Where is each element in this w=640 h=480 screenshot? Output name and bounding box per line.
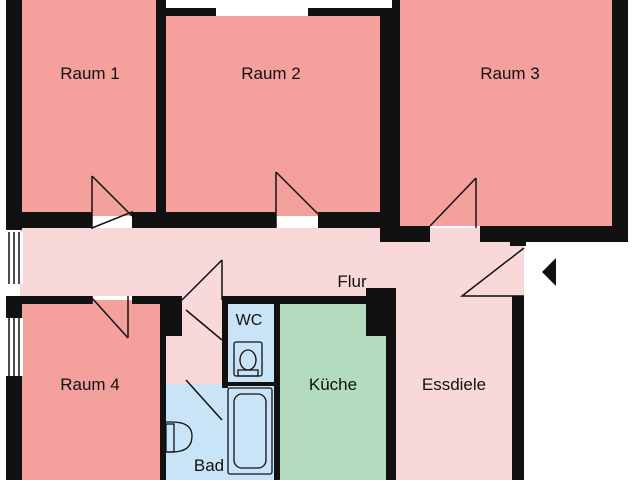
window-left-lower	[5, 318, 23, 376]
label-raum-3: Raum 3	[480, 64, 540, 83]
label-essdiele: Essdiele	[422, 375, 486, 394]
entrance-arrow-icon	[542, 258, 556, 286]
room-bad	[164, 384, 274, 480]
label-raum-4: Raum 4	[60, 375, 120, 394]
label-kueche: Küche	[309, 375, 357, 394]
bathtub-icon	[227, 387, 273, 475]
door-raum-1	[91, 176, 133, 230]
label-wc: WC	[236, 312, 263, 329]
room-raum-2	[164, 8, 384, 216]
room-wc	[224, 304, 274, 384]
doors	[91, 171, 525, 421]
label-flur: Flur	[337, 272, 367, 291]
room-raum-1	[20, 0, 160, 216]
toilet-icon	[233, 341, 263, 377]
window-left-upper	[5, 232, 23, 284]
room-raum-3	[396, 0, 612, 226]
windows	[5, 8, 308, 376]
label-raum-2: Raum 2	[241, 64, 301, 83]
room-essdiele	[396, 290, 512, 480]
door-bad	[181, 259, 223, 301]
label-raum-1: Raum 1	[60, 64, 120, 83]
walls	[6, 0, 628, 480]
door-entrance	[459, 247, 525, 297]
door-wc	[185, 309, 223, 341]
room-flur	[20, 228, 524, 384]
label-bad: Bad	[194, 456, 224, 475]
room-raum-4	[20, 300, 160, 480]
toilet-icon	[165, 421, 193, 453]
